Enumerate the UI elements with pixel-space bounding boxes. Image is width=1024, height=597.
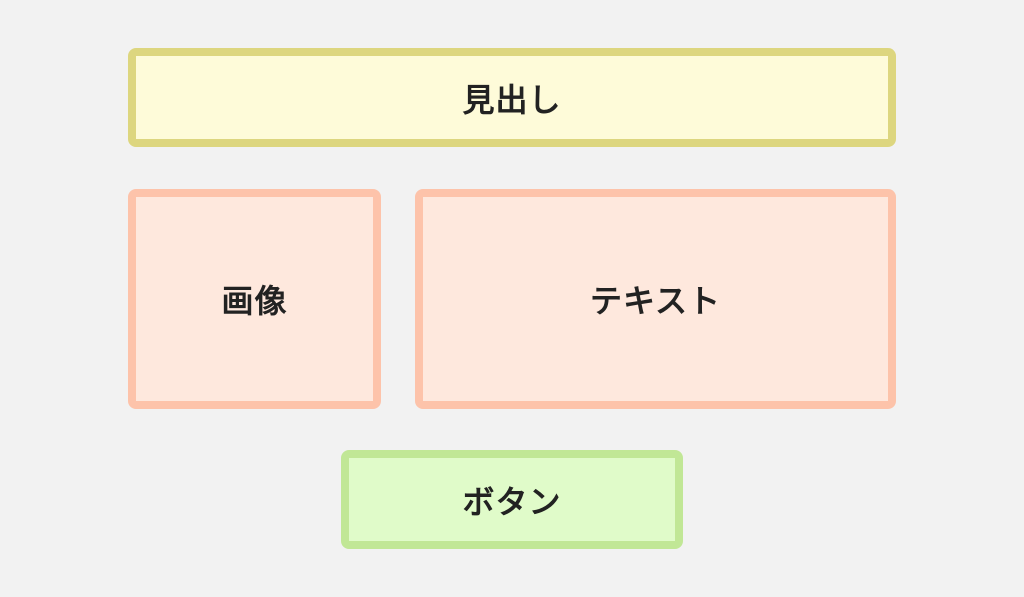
image-block: 画像 (128, 189, 381, 409)
text-block: テキスト (415, 189, 896, 409)
heading-label: 見出し (462, 80, 562, 119)
heading-block: 見出し (128, 48, 896, 147)
text-label: テキスト (589, 282, 722, 320)
button-block: ボタン (341, 450, 683, 549)
button-label: ボタン (462, 482, 562, 521)
image-label: 画像 (221, 282, 288, 320)
